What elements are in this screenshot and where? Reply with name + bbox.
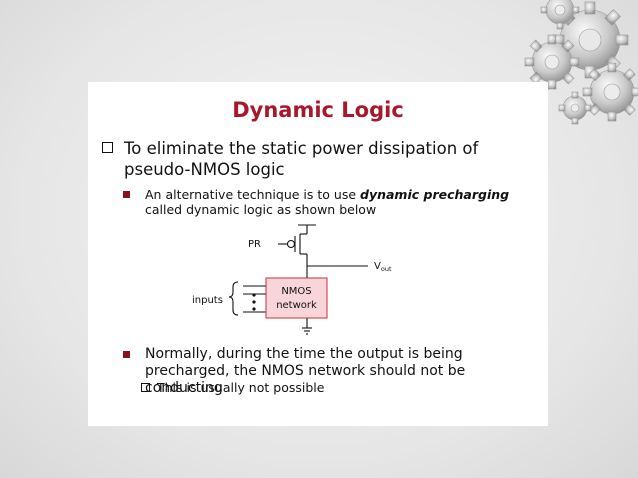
bullet-text: An alternative technique is to use dynam… [123, 187, 543, 217]
hollow-square-bullet-icon [141, 383, 150, 392]
bullet-text-part: called dynamic logic as shown below [145, 202, 377, 217]
bullet-level2: An alternative technique is to use dynam… [123, 187, 543, 217]
inputs-label: inputs [192, 295, 223, 306]
nmos-network-block [265, 277, 328, 319]
nmos-label-line2: network [276, 300, 317, 311]
bullet-level1: To eliminate the static power dissipatio… [102, 138, 542, 180]
bullet-text: Normally, during the time the output is … [145, 346, 466, 396]
bullet-text: To eliminate the static power dissipatio… [124, 139, 479, 179]
slide-content: Dynamic Logic To eliminate the static po… [88, 82, 548, 426]
inputs-brace [228, 281, 239, 316]
square-bullet-icon [123, 351, 130, 358]
dynamic-logic-circuit-diagram: PR Vout NMOS network inputs [192, 224, 392, 335]
square-bullet-icon [123, 191, 130, 198]
slide-title: Dynamic Logic [232, 98, 404, 122]
input-dot [252, 300, 256, 304]
bullet-text: This is usually not possible [157, 380, 325, 395]
bullet-text-part: An alternative technique is to use [145, 187, 360, 202]
input-dot [252, 293, 256, 297]
emphasis-text: dynamic precharging [360, 187, 510, 202]
pr-label: PR [248, 239, 261, 250]
vout-label: Vout [374, 261, 392, 273]
bullet-level3: This is usually not possible [141, 380, 324, 395]
bullet-level2: Normally, during the time the output is … [123, 346, 543, 397]
pmos-bubble [286, 239, 296, 249]
nmos-label-line1: NMOS [281, 286, 311, 297]
input-dot [252, 307, 256, 311]
hollow-square-bullet-icon [102, 142, 113, 153]
